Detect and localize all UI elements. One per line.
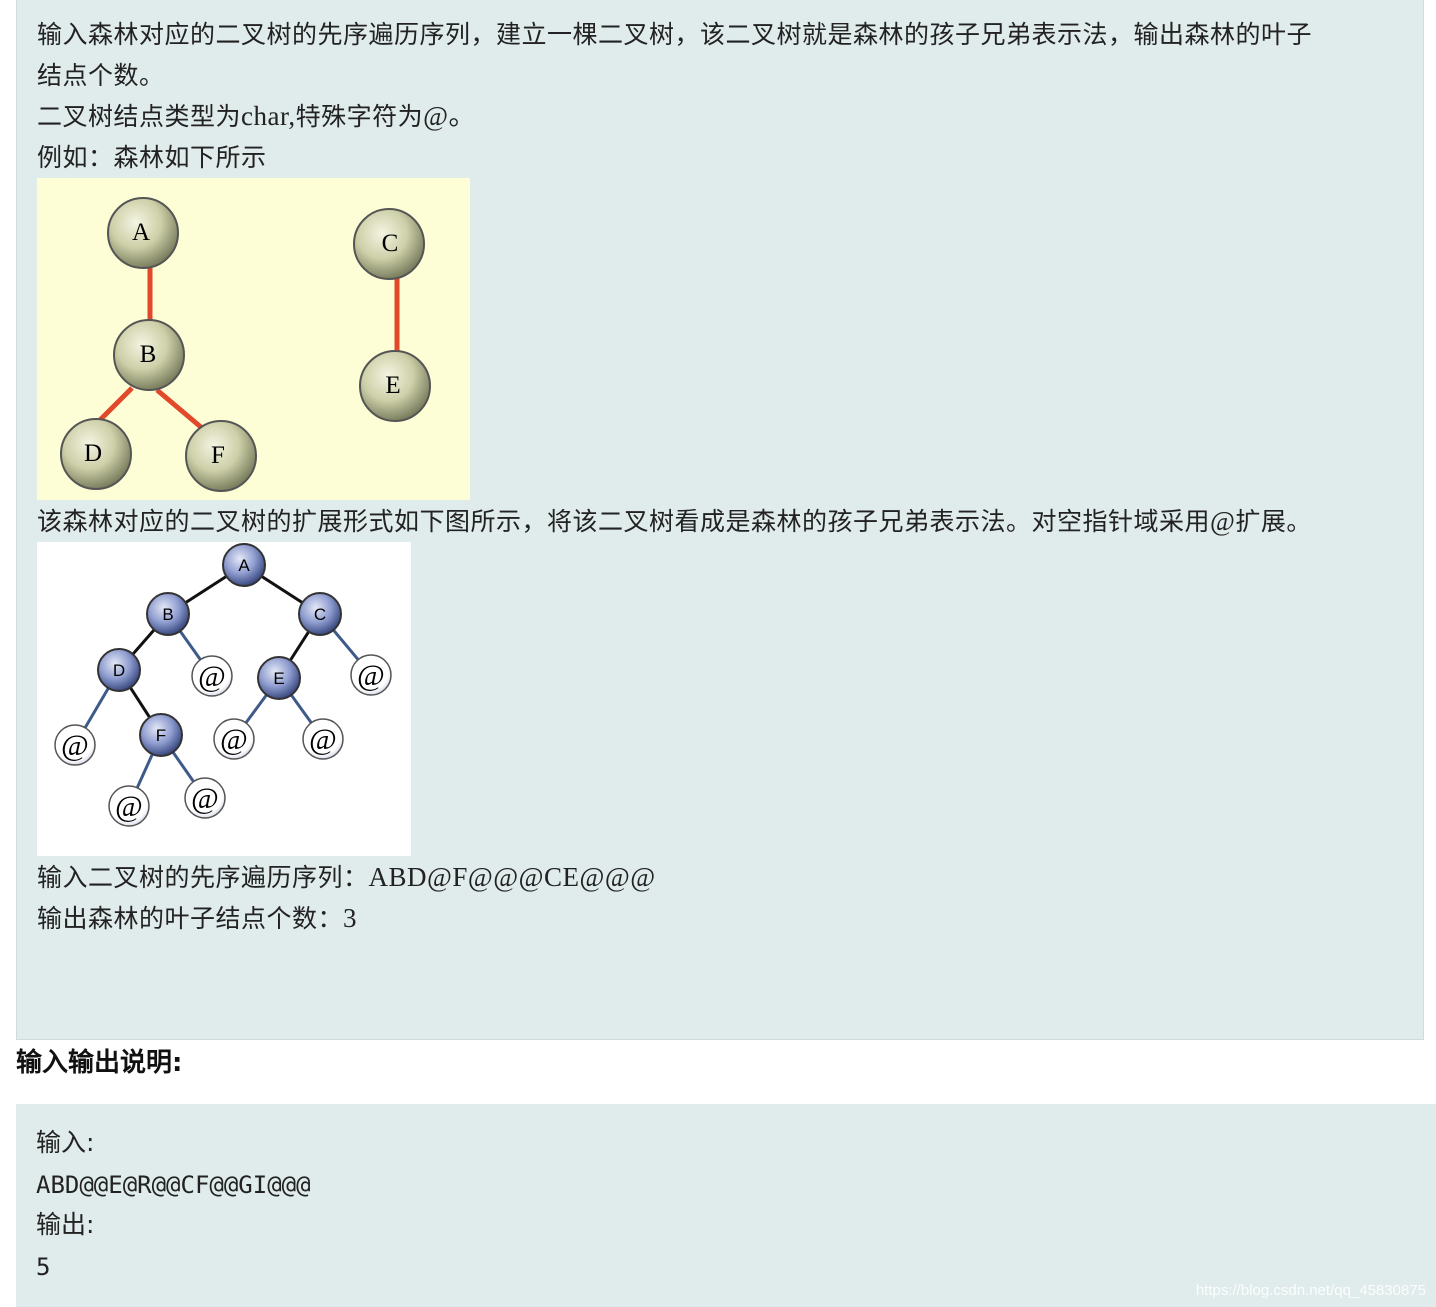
description-line-1: 输入森林对应的二叉树的先序遍历序列，建立一棵二叉树，该二叉树就是森林的孩子兄弟表… — [37, 20, 1313, 49]
binary-node-a: A — [222, 543, 266, 587]
io-section-title: 输入输出说明: — [16, 1048, 183, 1078]
output-label: 输出: — [36, 1210, 95, 1239]
forest-node-e: E — [359, 350, 431, 422]
binary-node-c: C — [298, 592, 342, 636]
svg-text:F: F — [211, 442, 225, 469]
forest-node-a: A — [107, 197, 179, 269]
output-example-value: 3 — [343, 903, 358, 933]
char-type: char, — [241, 101, 296, 131]
special-char: @。 — [423, 101, 477, 131]
input-example-value: ABD@F@@@CE@@@ — [368, 862, 656, 892]
svg-text:D: D — [113, 661, 125, 680]
description-line-5: 该森林对应的二叉树的扩展形式如下图所示，将该二叉树看成是森林的孩子兄弟表示法。对… — [37, 501, 1312, 542]
svg-text:F: F — [156, 726, 166, 745]
at-symbol: @ — [1210, 506, 1236, 536]
null-node-e-left: @ — [213, 718, 255, 760]
forest-figure: A B D F C E — [37, 178, 470, 500]
binary-tree-svg: A B C D E F @ @ @ @ @ @ @ — [54, 543, 392, 827]
svg-text:D: D — [84, 440, 102, 467]
forest-node-f: F — [185, 420, 257, 492]
svg-text:@: @ — [61, 729, 89, 762]
description-line-2: 结点个数。 — [37, 61, 165, 90]
svg-text:@: @ — [309, 723, 337, 756]
io-panel: 输入: ABD@@E@R@@CF@@GI@@@ 输出: 5 https://bl… — [16, 1104, 1436, 1307]
forest-nodes: A B D F C E — [60, 197, 431, 492]
null-node-d-left: @ — [54, 724, 96, 766]
svg-text:@: @ — [198, 660, 226, 693]
binary-node-e: E — [257, 656, 301, 700]
binary-tree-figure: A B C D E F @ @ @ @ @ @ @ — [37, 542, 411, 856]
binary-node-b: B — [146, 592, 190, 636]
svg-text:C: C — [382, 230, 399, 257]
binary-form-text: 该森林对应的二叉树的扩展形式如下图所示，将该二叉树看成是森林的孩子兄弟表示法。对… — [37, 507, 1211, 536]
null-node-b-right: @ — [191, 655, 233, 697]
binary-node-d: D — [97, 648, 141, 692]
null-nodes: @ @ @ @ @ @ @ — [54, 654, 392, 827]
svg-text:@: @ — [115, 790, 143, 823]
svg-text:E: E — [273, 669, 284, 688]
edge-b-f — [155, 388, 204, 430]
special-char-text: 特殊字符为 — [295, 102, 424, 131]
output-example-label: 输出森林的叶子结点个数： — [37, 904, 344, 933]
description-line-3: 二叉树结点类型为char,特殊字符为@。 — [37, 96, 476, 137]
binary-nodes: A B C D E F — [97, 543, 342, 757]
null-node-c-right: @ — [350, 654, 392, 696]
binary-node-f: F — [139, 713, 183, 757]
description-line-4: 例如：森林如下所示 — [37, 143, 267, 172]
null-node-f-right: @ — [184, 777, 226, 819]
input-example-label: 输入二叉树的先序遍历序列： — [37, 863, 369, 892]
forest-node-b: B — [113, 319, 185, 391]
forest-svg: A B D F C E — [60, 197, 431, 492]
output-value: 5 — [36, 1253, 51, 1281]
extend-text: 扩展。 — [1235, 507, 1312, 536]
watermark: https://blog.csdn.net/qq_45830875 — [1195, 1282, 1426, 1299]
node-type-text: 二叉树结点类型为 — [37, 102, 242, 131]
forest-edges — [95, 268, 400, 430]
input-value: ABD@@E@R@@CF@@GI@@@ — [36, 1171, 311, 1199]
description-line-7: 输出森林的叶子结点个数：3 — [37, 898, 357, 939]
svg-text:A: A — [238, 556, 250, 575]
svg-text:E: E — [385, 372, 400, 399]
svg-text:B: B — [162, 605, 173, 624]
svg-text:@: @ — [357, 659, 385, 692]
svg-text:B: B — [140, 341, 157, 368]
null-node-e-right: @ — [302, 718, 344, 760]
svg-text:@: @ — [191, 782, 219, 815]
forest-node-d: D — [60, 418, 132, 490]
edge-b-d — [95, 386, 134, 425]
description-panel: 输入森林对应的二叉树的先序遍历序列，建立一棵二叉树，该二叉树就是森林的孩子兄弟表… — [16, 0, 1424, 1040]
svg-text:C: C — [314, 605, 326, 624]
svg-text:@: @ — [220, 723, 248, 756]
description-line-6: 输入二叉树的先序遍历序列：ABD@F@@@CE@@@ — [37, 857, 656, 898]
forest-node-c: C — [353, 208, 425, 280]
null-node-f-left: @ — [108, 785, 150, 827]
input-label: 输入: — [36, 1128, 95, 1157]
svg-text:A: A — [132, 219, 150, 246]
